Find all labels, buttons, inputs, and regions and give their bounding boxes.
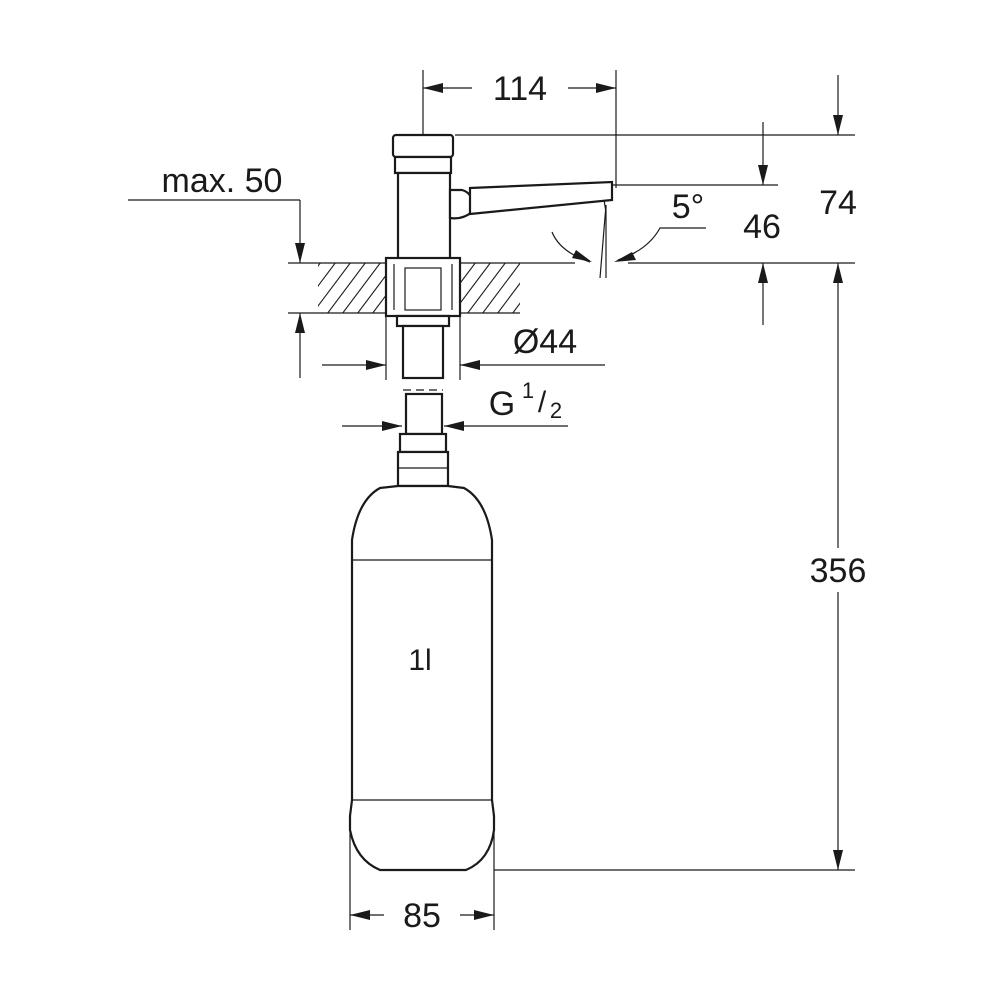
- countertop-lines: [288, 262, 855, 314]
- pump-head: [391, 133, 614, 265]
- max-thickness-value: max. 50: [162, 162, 283, 200]
- bottle-volume-label: 1l: [408, 644, 431, 677]
- bottle: 1l: [348, 484, 496, 872]
- dim-bottle-width: 85: [349, 830, 495, 935]
- mounting-shank: [384, 256, 462, 488]
- spout-angle-value: 5°: [672, 188, 705, 226]
- below-counter-value: 356: [810, 552, 867, 590]
- total-height-value: 74: [819, 184, 857, 222]
- dim-thread: G 1 / 2: [342, 378, 568, 431]
- bottle-width-value: 85: [403, 897, 441, 935]
- thread-denominator: 2: [550, 398, 562, 423]
- thread-slash: /: [538, 386, 547, 419]
- dim-spout-angle: 5°: [551, 188, 706, 279]
- dim-spout-reach: 114: [422, 70, 617, 188]
- dim-heights: 74 46: [455, 75, 857, 870]
- dim-below-counter: 356: [494, 548, 886, 871]
- dim-max-thickness: max. 50: [128, 162, 305, 378]
- dim-hole-diameter: Ø44: [322, 316, 605, 380]
- thread-g: G: [489, 385, 515, 423]
- countertop-hatch: [318, 263, 520, 313]
- thread-numerator: 1: [522, 378, 534, 403]
- hole-diameter-value: Ø44: [513, 323, 577, 361]
- spout-height-value: 46: [743, 208, 781, 246]
- spout-reach-value: 114: [493, 70, 547, 108]
